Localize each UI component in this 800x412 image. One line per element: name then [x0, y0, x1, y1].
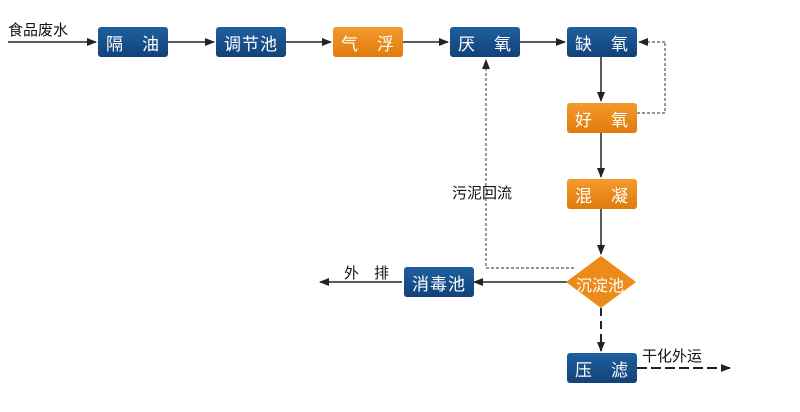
node-yalv: 压 滤: [567, 353, 637, 383]
dashed-sludge-return-line: [482, 59, 574, 269]
dashed-recycle-haoyang-to-queyang: [637, 42, 666, 114]
node-haoyang: 好 氧: [567, 103, 637, 133]
chendianchi-diamond: [566, 256, 636, 308]
node-chendianchi: 沉淀池: [576, 276, 625, 295]
node-geyou: 隔 油: [98, 27, 168, 57]
input-label: 食品废水: [8, 21, 69, 39]
node-queyang: 缺 氧: [567, 27, 637, 57]
node-hunning: 混 凝: [567, 179, 637, 209]
node-xiaoduchi: 消毒池: [404, 267, 474, 297]
discharge-label: 外 排: [344, 264, 390, 282]
node-yanyang: 厌 氧: [450, 27, 520, 57]
node-tiaojiechi: 调节池: [216, 27, 286, 57]
dry-transport-label: 干化外运: [642, 347, 703, 365]
sludge-return-label: 污泥回流: [452, 184, 513, 202]
node-qifu: 气 浮: [333, 27, 403, 57]
